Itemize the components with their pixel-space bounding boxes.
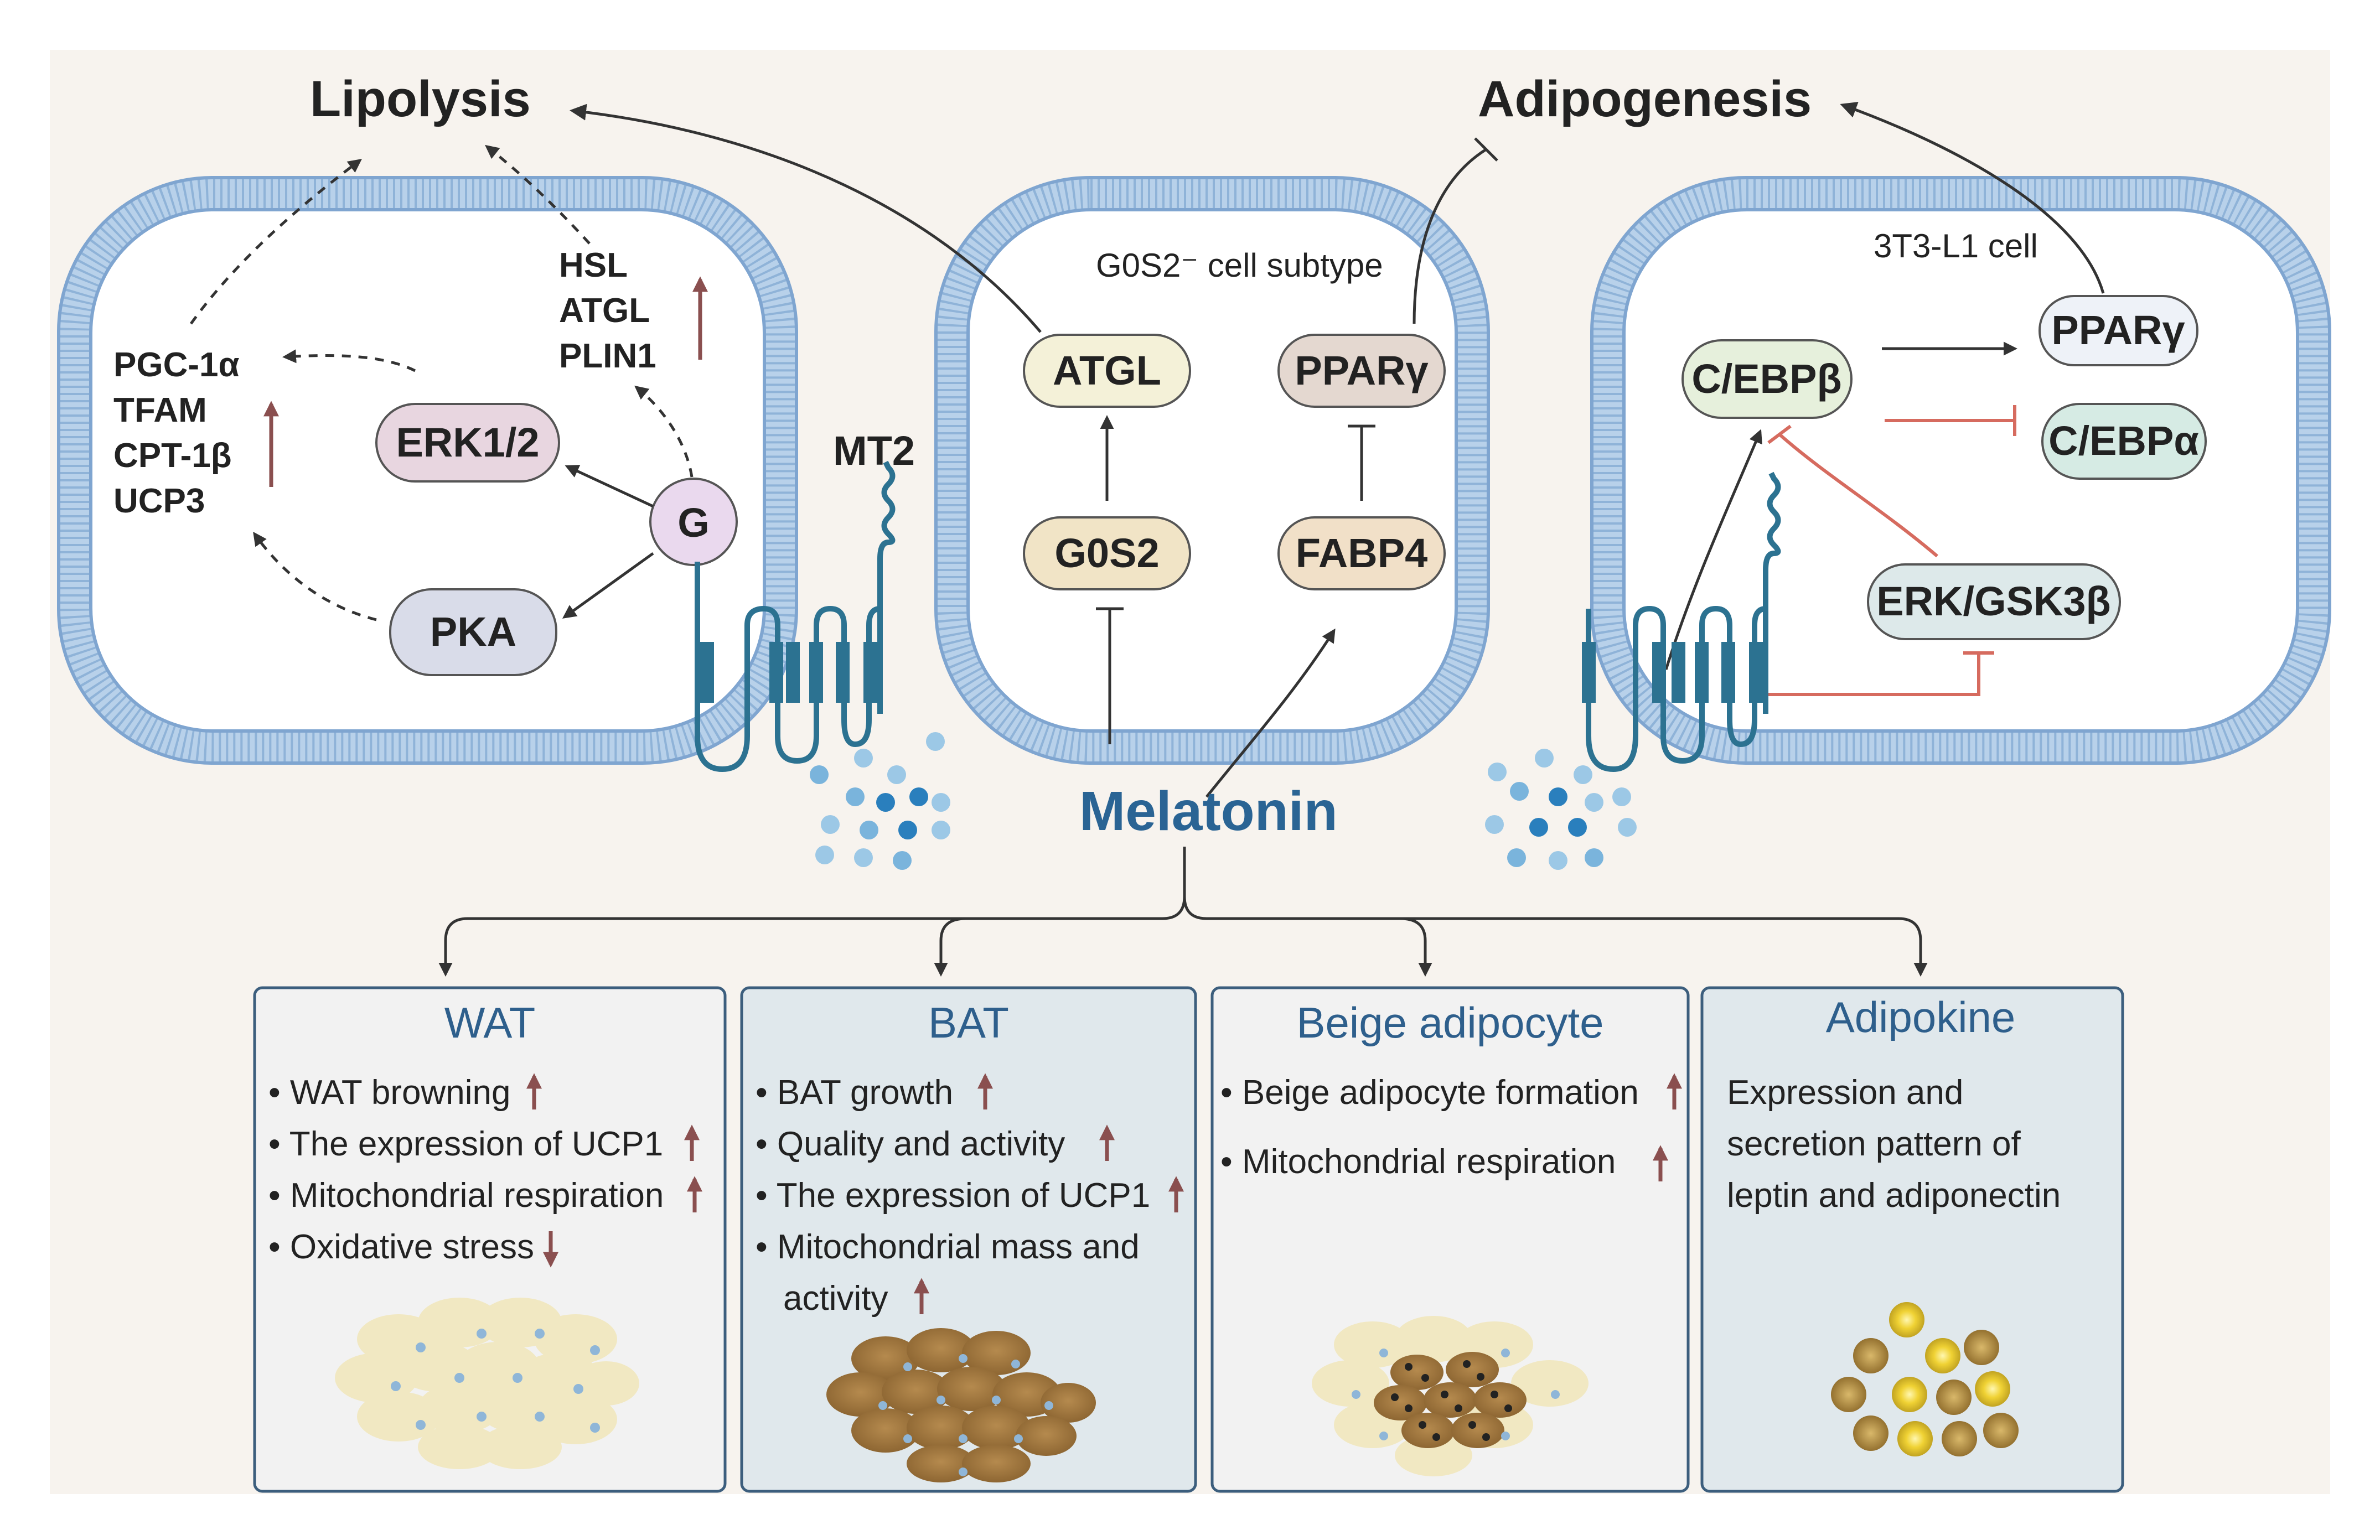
beige-cells-illustration [1312,1316,1589,1476]
melatonin-inhibits-g0s2 [1096,607,1124,744]
cebpb-node: C/EBPβ [1681,339,1853,419]
atgl-to-lipolysis-arrow [570,103,1042,333]
fabp4-inhibits-ppar [1348,424,1375,501]
gene-plin1: PLIN1 [559,337,656,375]
g-to-erk-arrow [565,465,654,508]
ppar-right-label: PPARγ [2051,307,2185,353]
bat-panel: BAT • BAT growth • Quality and activity … [740,986,1197,1493]
g0s2-node: G0S2 [1023,516,1191,590]
bat-bullet-2: • Quality and activity [756,1125,1065,1163]
melatonin-to-fabp4-arrow [1205,628,1336,798]
ppar-to-adipogenesis-arrow [1840,102,2105,294]
middle-cell [934,176,1490,765]
genes-to-lipolysis-dashed [189,158,362,325]
lipolysis-title: Lipolysis [310,71,531,127]
g-to-hsl-dashed [634,385,694,478]
g0s2-label: G0S2 [1054,530,1159,576]
fabp4-node: FABP4 [1277,516,1446,590]
pka-to-genes-dashed [253,531,377,621]
adipogenesis-title: Adipogenesis [1478,71,1812,127]
receptor-to-cebpb-arrow [1664,429,1762,670]
g-protein-label: G [677,500,710,546]
gene-atgl: ATGL [559,292,650,330]
erk-gsk3b-node: ERK/GSK3β [1867,563,2121,640]
atgl-label: ATGL [1053,348,1161,393]
wat-bullet-3: • Mitochondrial respiration [268,1176,664,1215]
wat-cells-illustration [335,1298,639,1469]
adipokine-panel: Adipokine Expression and secretion patte… [1700,986,2124,1493]
ppar-right-node: PPARγ [2038,295,2198,366]
ppar-middle-label: PPARγ [1295,348,1428,393]
right-genes-list: HSL ATGL PLIN1 [559,246,656,375]
wat-bullet-4: • Oxidative stress [268,1228,534,1266]
bat-bullet-3: • The expression of UCP1 [756,1176,1150,1215]
cebpb-inhibits-cebpa [1885,405,2016,436]
melatonin-dots-left [810,732,950,870]
melatonin-title: Melatonin [1079,780,1338,842]
ppar-inhibits-adipogenesis [1413,137,1498,324]
cebpa-node: C/EBPα [2041,403,2207,480]
ppar-middle-node: PPARγ [1277,334,1446,408]
g-protein-node: G [649,478,738,566]
erk-gsk3b-label: ERK/GSK3β [1876,578,2110,624]
pka-label: PKA [430,609,516,655]
fabp4-label: FABP4 [1296,530,1428,576]
atgl-node: ATGL [1023,334,1191,408]
wat-panel: WAT • WAT browning • The expression of U… [253,986,727,1493]
bat-bullet-1: • BAT growth [756,1074,953,1112]
pka-node: PKA [389,588,557,676]
middle-cell-label: G0S2⁻ cell subtype [1096,247,1383,284]
wat-title: WAT [444,998,536,1047]
adipokine-line-3: leptin and adiponectin [1727,1176,2061,1215]
beige-bullet-2: • Mitochondrial respiration [1220,1143,1616,1181]
cebpb-label: C/EBPβ [1691,356,1841,402]
adipokine-line-2: secretion pattern of [1727,1125,2021,1163]
bat-bullet-5: activity [783,1279,888,1318]
cebpa-label: C/EBPα [2048,418,2199,464]
g-to-pka-arrow [562,552,654,619]
melatonin-dots-right [1485,749,1637,870]
melatonin-branch-arrows [438,847,1928,977]
gene-pgc1a: PGC-1α [113,346,240,384]
mt2-receptor-right [1582,471,1781,772]
bat-cells-illustration [826,1328,1096,1482]
hsl-to-lipolysis-dashed [485,144,591,245]
gene-tfam: TFAM [113,391,207,429]
receptor-inhibits-erk [1757,651,1994,696]
erk12-node: ERK1/2 [375,403,560,483]
erk-inhibits-cebpb [1767,424,1938,558]
beige-panel: Beige adipocyte • Beige adipocyte format… [1210,986,1690,1493]
adipokine-line-1: Expression and [1727,1074,1963,1112]
gene-ucp3: UCP3 [113,482,205,520]
gene-hsl: HSL [559,246,628,284]
beige-bullet-1: • Beige adipocyte formation [1220,1074,1639,1112]
adipokine-title: Adipokine [1826,993,2016,1041]
wat-bullet-2: • The expression of UCP1 [268,1125,663,1163]
adipokine-droplets-illustration [1831,1302,2019,1456]
gene-cpt1b: CPT-1β [113,437,232,475]
mt2-label: MT2 [833,428,915,474]
mt2-receptor-left [695,460,896,772]
bat-bullet-4: • Mitochondrial mass and [756,1228,1140,1266]
beige-title: Beige adipocyte [1296,998,1603,1047]
right-cell-label: 3T3-L1 cell [1874,227,2038,265]
bat-title: BAT [928,998,1009,1047]
left-genes-list: PGC-1α TFAM CPT-1β UCP3 [113,346,240,520]
erk12-label: ERK1/2 [396,419,539,465]
wat-bullet-1: • WAT browning [268,1074,510,1112]
